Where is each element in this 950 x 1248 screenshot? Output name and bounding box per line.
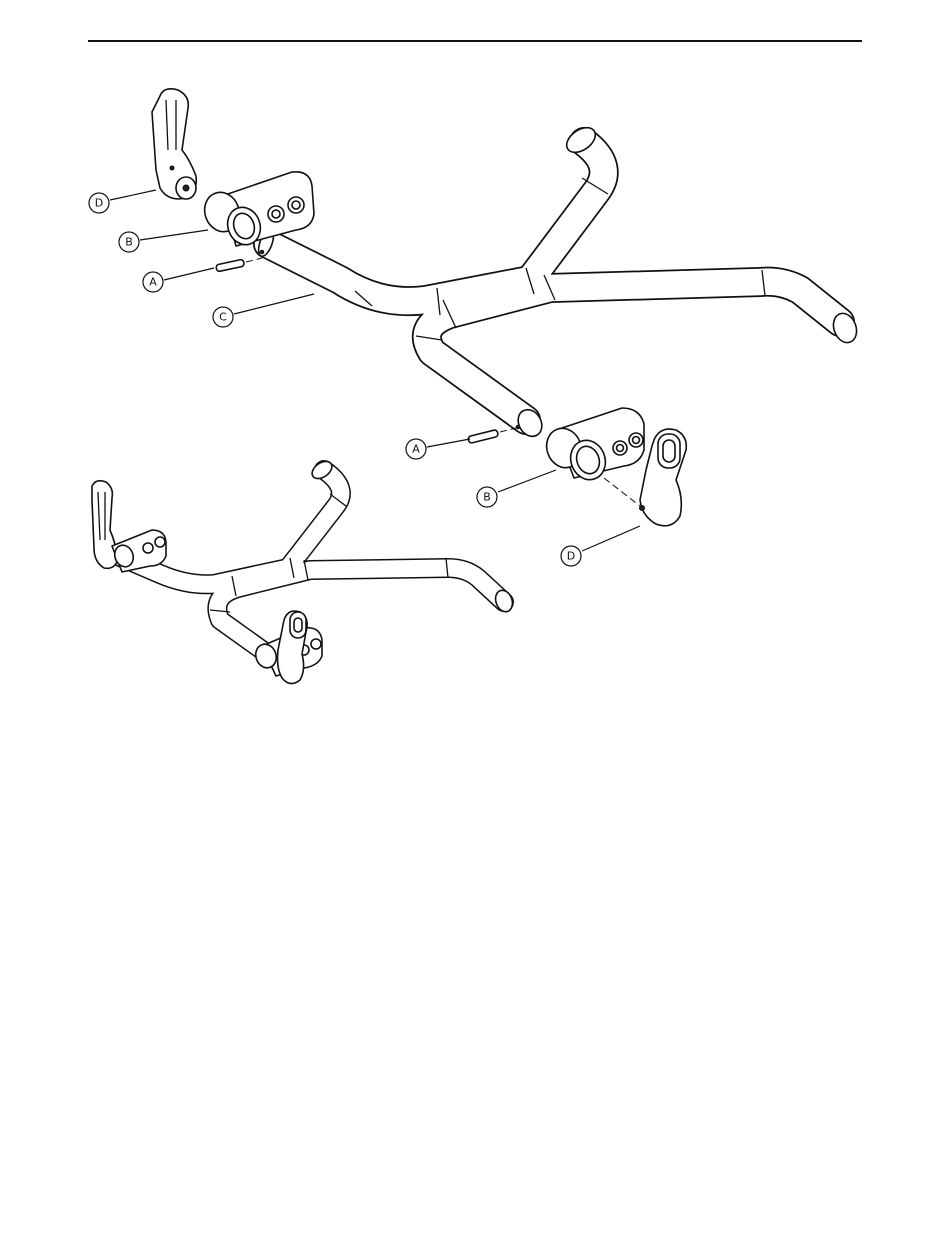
frame-tube-main (256, 123, 861, 441)
callout-label: D (567, 550, 575, 563)
callout-label: A (412, 443, 420, 456)
callout-label: B (483, 491, 491, 504)
lever-d-middle (640, 429, 687, 526)
callout-b-top: B (119, 230, 208, 252)
callout-label: B (125, 236, 133, 249)
callout-d-top: D (89, 190, 156, 213)
callout-d-middle: D (561, 526, 640, 566)
callout-a-middle: A (406, 439, 470, 459)
callout-b-middle: B (477, 470, 556, 507)
lever-assembled-right (252, 611, 322, 684)
pin-a-middle (468, 428, 516, 444)
lever-assembled-left (92, 481, 166, 572)
callout-a-top: A (143, 268, 214, 292)
callout-label: D (95, 197, 103, 210)
frame-tube-assembled (118, 458, 515, 650)
clamp-block-middle (541, 408, 644, 506)
pin-a-top (216, 258, 262, 272)
clamp-block-top (199, 172, 314, 250)
lever-d-top (152, 89, 196, 199)
callout-label: A (149, 276, 157, 289)
callout-label: C (219, 311, 227, 324)
callout-c-top: C (213, 294, 314, 327)
